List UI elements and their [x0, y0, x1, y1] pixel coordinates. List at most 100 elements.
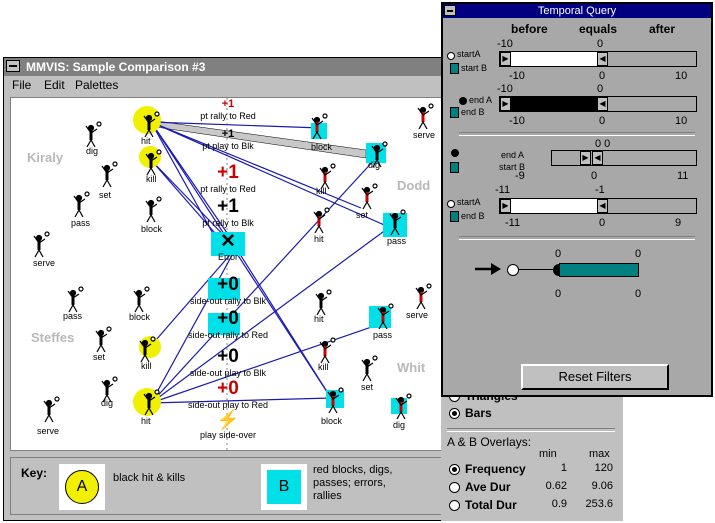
dur-range-bar[interactable] [559, 263, 639, 277]
col-min-label: min [539, 448, 557, 460]
menu-palettes[interactable]: Palettes [75, 78, 119, 92]
s1-left-thumb[interactable]: ▶ [500, 52, 511, 66]
key-a-swatch-box: A [59, 464, 105, 510]
action-label[interactable]: hit [141, 416, 151, 426]
score-label[interactable]: play side-over [199, 430, 257, 440]
action-label[interactable]: hit [314, 314, 324, 324]
bars-radio[interactable] [449, 408, 460, 419]
action-label[interactable]: serve [37, 426, 60, 436]
action-label[interactable]: dig [101, 398, 114, 408]
score-label[interactable]: pt rally to Blk [202, 218, 254, 228]
header-before: before [511, 22, 548, 36]
action-label[interactable]: pass [387, 236, 407, 246]
header-equals: equals [579, 22, 618, 36]
s2-b-marker [450, 107, 459, 118]
menu-edit[interactable]: Edit [44, 78, 65, 92]
action-label[interactable]: dig [86, 146, 99, 156]
score-label[interactable]: side-out play to Red [187, 400, 269, 410]
action-label[interactable]: kill [318, 362, 329, 372]
s2-left-thumb[interactable]: ▶ [500, 97, 511, 111]
error-highlight [211, 232, 245, 256]
score-label[interactable]: side-out rally to Red [187, 330, 269, 340]
s1-right-thumb[interactable]: ◀ [597, 52, 608, 66]
s3-slider[interactable]: ▶ ◀ [551, 150, 697, 166]
s2-right-thumb[interactable]: ◀ [597, 97, 608, 111]
palette-divider [447, 428, 615, 432]
tq-system-menu-icon[interactable] [444, 5, 456, 16]
action-label[interactable]: serve [413, 130, 436, 140]
tq-divider-1 [459, 132, 695, 136]
score-glyph: ✕ [220, 231, 236, 252]
main-window-title: MMVIS: Sample Comparison #3 [26, 60, 206, 74]
s4-bottom-left: -11 [505, 217, 521, 229]
action-label[interactable]: pass [71, 218, 91, 228]
player-figure [145, 149, 162, 176]
s2-a-marker [459, 97, 467, 105]
s4-left-thumb[interactable]: ▶ [500, 199, 511, 213]
s2-fill [500, 97, 608, 111]
score-label[interactable]: pt rally to Red [200, 111, 256, 121]
player-figure [417, 103, 434, 130]
s3-right-thumb[interactable]: ◀ [592, 151, 603, 165]
s3-bottom-left: -9 [515, 170, 525, 182]
s4-right-thumb[interactable]: ◀ [597, 199, 608, 213]
s1-top-mid: 0 [597, 38, 604, 50]
action-label[interactable]: serve [33, 258, 56, 268]
action-label[interactable]: block [141, 224, 163, 234]
action-label[interactable]: pass [373, 330, 393, 340]
s1-bottom-mid: 0 [599, 70, 606, 82]
s4-bottom-mid: 0 [599, 217, 606, 229]
action-label[interactable]: set [361, 382, 374, 392]
s3-left-thumb[interactable]: ▶ [580, 151, 591, 165]
score-label[interactable]: side-out play to Blk [189, 368, 267, 378]
action-label[interactable]: set [356, 210, 369, 220]
player-figure [415, 283, 432, 310]
key-b-text-1: red blocks, digs, [313, 464, 393, 476]
total-dur-radio[interactable] [449, 500, 460, 511]
s4-top-left: -11 [495, 184, 511, 196]
s1-slider[interactable]: ▶ ◀ [499, 51, 697, 67]
action-label[interactable]: hit [314, 234, 324, 244]
s4-slider[interactable]: ▶ ◀ [499, 198, 697, 214]
temporal-query-window: Temporal Query before equals after -10 0… [441, 2, 713, 397]
reset-filters-button[interactable]: Reset Filters [521, 364, 669, 390]
player-figure [43, 396, 60, 423]
action-label[interactable]: set [99, 190, 112, 200]
s3-bottom-right: 11 [677, 170, 689, 182]
sideout-blk-highlight [208, 278, 240, 300]
action-label[interactable]: set [93, 352, 106, 362]
s2-b-label: end B [461, 107, 485, 117]
action-label[interactable]: kill [141, 361, 152, 371]
action-label[interactable]: block [129, 312, 151, 322]
s2-slider[interactable]: ▶ ◀ [499, 96, 697, 112]
action-label[interactable]: serve [406, 310, 429, 320]
system-menu-icon[interactable] [6, 60, 20, 72]
menu-file[interactable]: File [12, 78, 32, 92]
frequency-radio[interactable] [449, 464, 460, 475]
player-figure [33, 231, 50, 258]
action-label[interactable]: block [321, 416, 343, 426]
tq-titlebar[interactable]: Temporal Query [443, 4, 711, 18]
dur-open-marker[interactable] [507, 264, 519, 276]
score-label[interactable]: pt play to Blk [202, 141, 254, 151]
player-figure [311, 113, 328, 140]
s2-bottom-right: 10 [675, 115, 688, 127]
score-label[interactable]: side-out rally to Blk [189, 296, 267, 306]
s2-bottom-mid: 0 [599, 115, 606, 127]
action-label[interactable]: pass [63, 311, 83, 321]
action-label[interactable]: kill [316, 186, 327, 196]
ave-dur-radio[interactable] [449, 482, 460, 493]
score-glyph: ⚡ [216, 410, 240, 431]
s4-a-label: startA [457, 197, 481, 207]
dur-bottom-left: 0 [555, 288, 562, 300]
sideout-red-highlight [208, 313, 240, 335]
player-figure [319, 337, 336, 364]
action-label[interactable]: block [311, 142, 333, 152]
action-label[interactable]: dig [393, 420, 406, 430]
player-figure [95, 326, 112, 353]
action-label[interactable]: hit [141, 136, 151, 146]
score-label[interactable]: Error [218, 252, 238, 262]
action-label[interactable]: kill [146, 174, 157, 184]
score-label[interactable]: pt rally to Red [200, 184, 256, 194]
